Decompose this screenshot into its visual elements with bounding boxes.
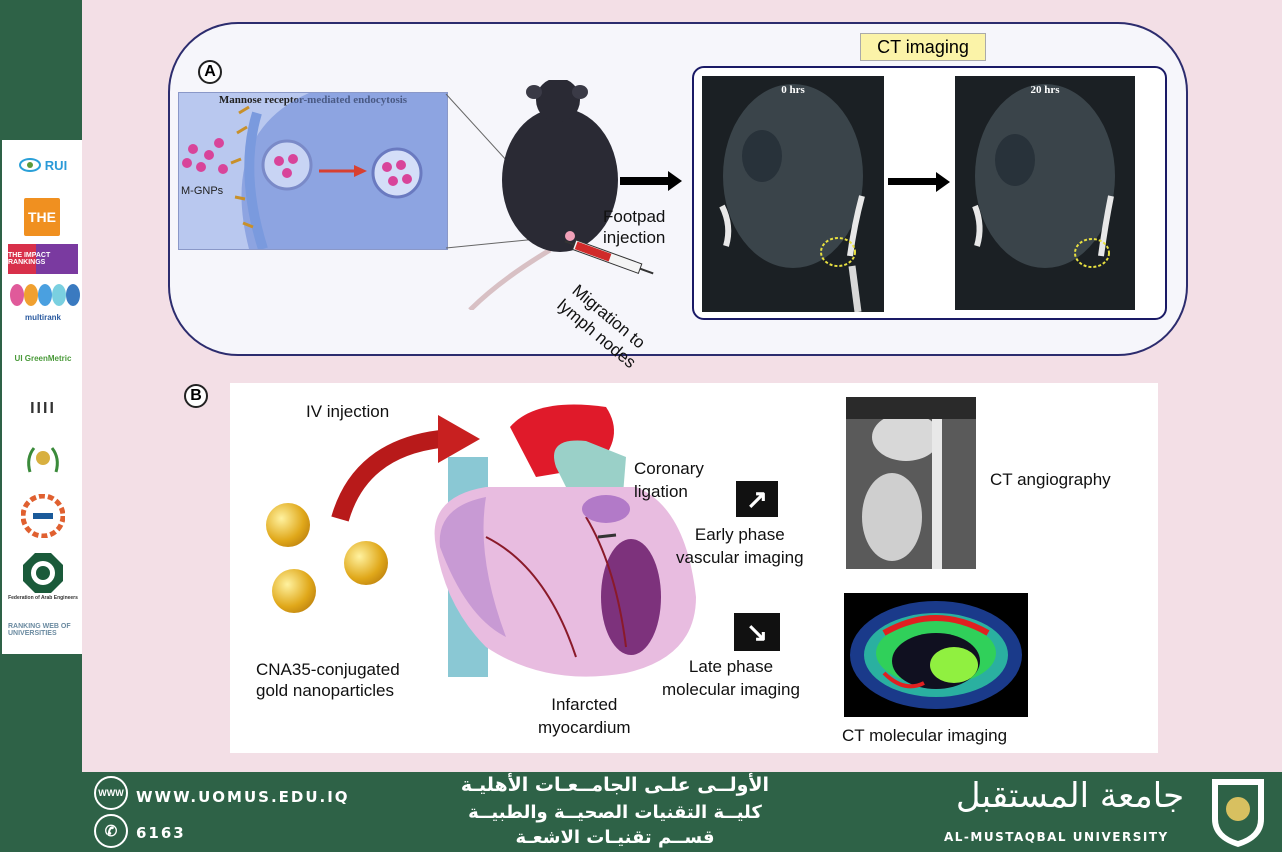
arabic-line-1: الأولــى علـى الجامــعـات الأهليـة [460,774,770,796]
octagon-emblem-icon [23,553,63,593]
panel-a-badge: A [198,60,222,84]
eye-icon [18,158,41,172]
arabic-line-3: قســم تقنيـات الاشعـة [515,827,715,848]
sdg-logo [8,494,78,538]
arrow-between-scans-head-icon [936,172,950,192]
webometrics-logo: RANKING WEB OF UNIVERSITIES [8,623,71,637]
ranking-logos-panel: RUI THE THE IMPACT RANKINGS multirank UI… [2,140,82,654]
globe-icon: WWW [94,776,128,810]
the-impact-logo: THE IMPACT RANKINGS [8,244,78,274]
rui-logo: RUI [8,146,78,184]
time-label-0: 0 hrs [781,84,805,96]
ct-angiography-graphic [846,397,976,569]
greenmetric-logo: UI GreenMetric [14,353,72,363]
arrow-to-ct-head-icon [668,171,682,191]
university-crest-icon [1212,779,1264,847]
website-text[interactable]: WWW.UOMUS.EDU.IQ [136,788,350,806]
ct-angiography-image [846,397,976,569]
iv-arrow-icon [331,415,480,522]
iv-injection-label: IV injection [306,402,390,421]
ct-angiography-label: CT angiography [990,470,1111,489]
arabic-line-2: كليــة التقنيات الصحيــة والطبيــة [468,802,762,823]
ct-molecular-graphic [850,601,1022,709]
syringe-icon [564,239,654,275]
cell-membrane-illustration [182,93,447,249]
heart-illustration [434,404,696,677]
panel-b-badge: B [184,384,208,408]
arrow-between-scans [888,178,938,185]
arab-engineers-logo: Federation of Arab Engineers [8,546,78,606]
endocytosis-diagram: Mannose receptor-mediated endocytosis M-… [178,92,448,250]
ct-scan-20hrs: 20 hrs [955,76,1135,310]
laurel-icon [27,447,59,473]
institution-logo: IIII [30,400,56,417]
ct-molecular-label: CT molecular imaging [842,726,1008,745]
nanoparticle-3 [272,569,316,613]
ct-scan-0hrs: 0 hrs [702,76,884,312]
multirank-circles-icon [10,284,80,306]
ct-molecular-image [844,593,1028,717]
the-logo: THE [24,198,60,236]
arrow-down-right-icon: ↘ [734,613,780,651]
time-label-20: 20 hrs [1030,84,1060,96]
nanoparticle-2 [344,541,388,585]
arrow-up-right-icon: ↗ [736,481,778,517]
footer-bar: WWW WWW.UOMUS.EDU.IQ ✆ 6163 الأولــى علـ… [0,772,1282,852]
arrow-to-ct [620,177,670,185]
phone-icon: ✆ [94,814,128,848]
phone-number[interactable]: 6163 [136,824,186,842]
ct-imaging-title: CT imaging [860,33,986,61]
university-arabic-name: جامعة المستقبل [955,776,1185,816]
arab-universities-logo [8,440,78,480]
particle-label: M-GNPs [181,185,224,197]
mouse-illustration [445,80,654,310]
sdg-wheel-icon [21,494,65,538]
university-english-name: AL-MUSTAQBAL UNIVERSITY [944,830,1169,844]
nanoparticle-1 [266,503,310,547]
ct-scan-20hrs-graphic [972,84,1115,268]
multirank-logo: multirank [8,282,80,322]
ct-scan-0hrs-graphic [719,84,865,312]
